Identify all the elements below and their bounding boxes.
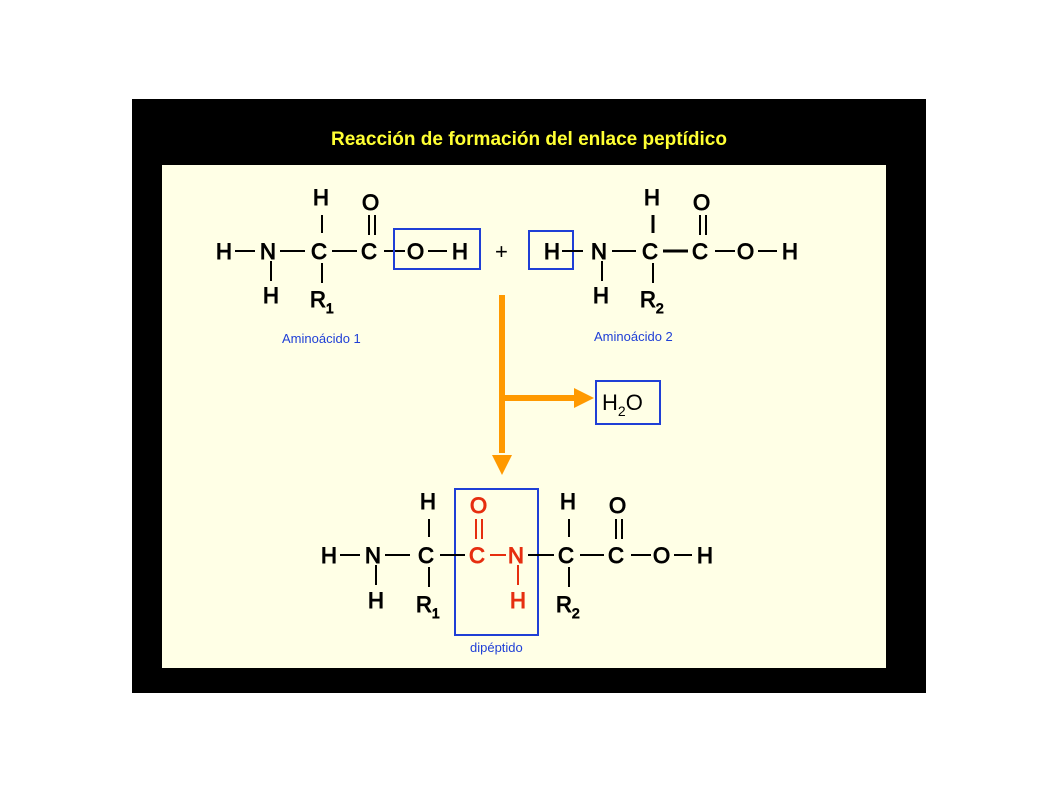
atom-c-alpha: C [642, 239, 658, 264]
atom-h-amine: H [263, 283, 279, 308]
atom-n: N [591, 239, 607, 264]
atom-n1: N [365, 543, 381, 568]
atom-h-amine: H [593, 283, 609, 308]
atom-h-hydroxyl: H [697, 543, 713, 568]
atom-c-alpha1: C [418, 543, 434, 568]
atom-o-hydroxyl: O [407, 239, 424, 264]
atom-o-double: O [609, 493, 626, 518]
caption-amino-acid-1: Aminoácido 1 [282, 331, 361, 346]
dipeptide: H N H C H R1 [321, 489, 465, 622]
peptide-bond-group: O C N H [469, 493, 527, 614]
atom-o-hydroxyl: O [653, 543, 670, 568]
atom-h-amine: H [368, 588, 384, 613]
atom-h-top: H [644, 185, 660, 210]
atom-c-carbonyl: C [692, 239, 708, 264]
diagram-panel: H N H C H R1 C O O H [162, 165, 886, 668]
substituent-r2: R2 [640, 287, 664, 316]
atom-n: N [260, 239, 276, 264]
arrow-head-down [492, 455, 512, 475]
atom-h-left: H [321, 543, 337, 568]
atom-o-hydroxyl: O [737, 239, 754, 264]
atom-h-left: H [544, 239, 560, 264]
atom-o-double: O [693, 190, 710, 215]
arrow-head-right [574, 388, 594, 408]
water-formula: H2O [602, 390, 643, 419]
slide-background: Reacción de formación del enlace peptídi… [132, 99, 926, 693]
substituent-r2: R2 [556, 592, 580, 621]
atom-h-peptide: H [510, 588, 526, 613]
atom-h-top: H [313, 185, 329, 210]
atom-c-peptide: C [469, 543, 485, 568]
slide-title: Reacción de formación del enlace peptídi… [331, 129, 727, 150]
peptide-bond-diagram: H N H C H R1 C O O H [216, 185, 799, 656]
atom-o-peptide: O [470, 493, 487, 518]
water-box [595, 380, 661, 425]
amino-acid-1: H N H C H R1 C O O H [216, 185, 469, 317]
substituent-r1: R1 [310, 287, 334, 316]
hydroxyl-highlight-box [393, 228, 481, 270]
dipeptide-right: C H R2 C O O H [528, 489, 713, 622]
atom-n-peptide: N [508, 543, 524, 568]
atom-c-alpha: C [311, 239, 327, 264]
atom-c-carbonyl: C [608, 543, 624, 568]
substituent-r1: R1 [416, 592, 440, 621]
atom-h-top2: H [560, 489, 576, 514]
amino-acid-2: H N H C H R2 C O O H [544, 185, 799, 317]
atom-h-hydroxyl: H [782, 239, 798, 264]
caption-dipeptide: dipéptido [470, 640, 523, 655]
atom-h-left: H [216, 239, 232, 264]
reaction-arrow [492, 295, 594, 475]
caption-amino-acid-2: Aminoácido 2 [594, 329, 673, 344]
atom-c-alpha2: C [558, 543, 574, 568]
atom-h-top1: H [420, 489, 436, 514]
plus-sign: + [495, 239, 508, 264]
atom-o-double: O [362, 190, 379, 215]
peptide-bond-box [454, 488, 539, 636]
atom-h-hydroxyl: H [452, 239, 468, 264]
atom-c-carbonyl: C [361, 239, 377, 264]
